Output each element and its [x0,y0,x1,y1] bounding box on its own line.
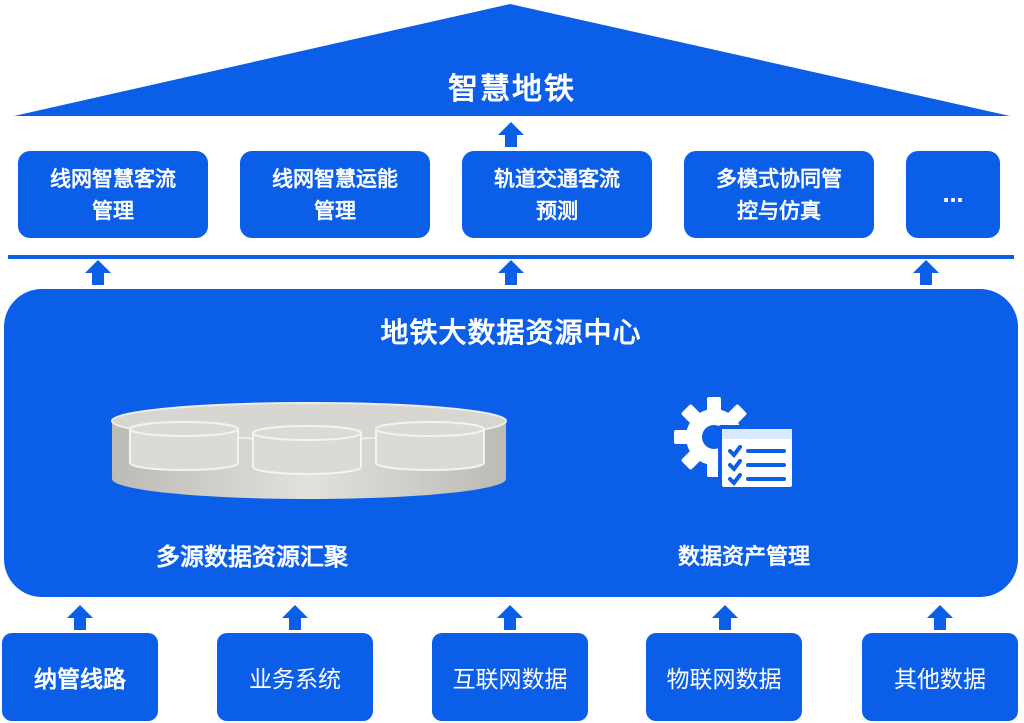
divider-line [8,255,1014,259]
arrow-up-icon [497,258,525,286]
source-box-managed-lines: 纳管线路 [2,633,158,721]
arrow-up-icon [912,258,940,286]
database-cylinder-icon [111,402,507,499]
arrow-up-icon [281,603,309,631]
arrow-up-icon [711,603,739,631]
smart-metro-title: 智慧地铁 [448,72,576,107]
source-box-other-data: 其他数据 [862,633,1018,721]
hub-title: 地铁大数据资源中心 [380,316,642,349]
source-box-iot-data: 物联网数据 [646,633,802,721]
arrow-up-icon [66,603,94,631]
gear-checklist-icon [674,397,794,489]
multi-source-aggregation-label: 多源数据资源汇聚 [156,543,348,571]
arrow-up-icon [926,603,954,631]
arrow-up-icon [496,603,524,631]
app-box-simulation: 多模式协同管控与仿真 [684,151,874,238]
data-asset-management-label: 数据资产管理 [678,545,811,570]
roof-shape [14,4,1010,116]
arrow-up-icon [497,120,525,148]
source-box-internet-data: 互联网数据 [432,633,588,721]
arrow-up-icon [84,258,112,286]
app-box-forecast: 轨道交通客流预测 [462,151,652,238]
source-box-business-systems: 业务系统 [217,633,373,721]
app-box-capacity: 线网智慧运能管理 [240,151,430,238]
app-box-more: … [906,151,1000,238]
data-resource-center: 地铁大数据资源中心 [4,289,1018,597]
app-box-passenger-flow: 线网智慧客流管理 [18,151,208,238]
